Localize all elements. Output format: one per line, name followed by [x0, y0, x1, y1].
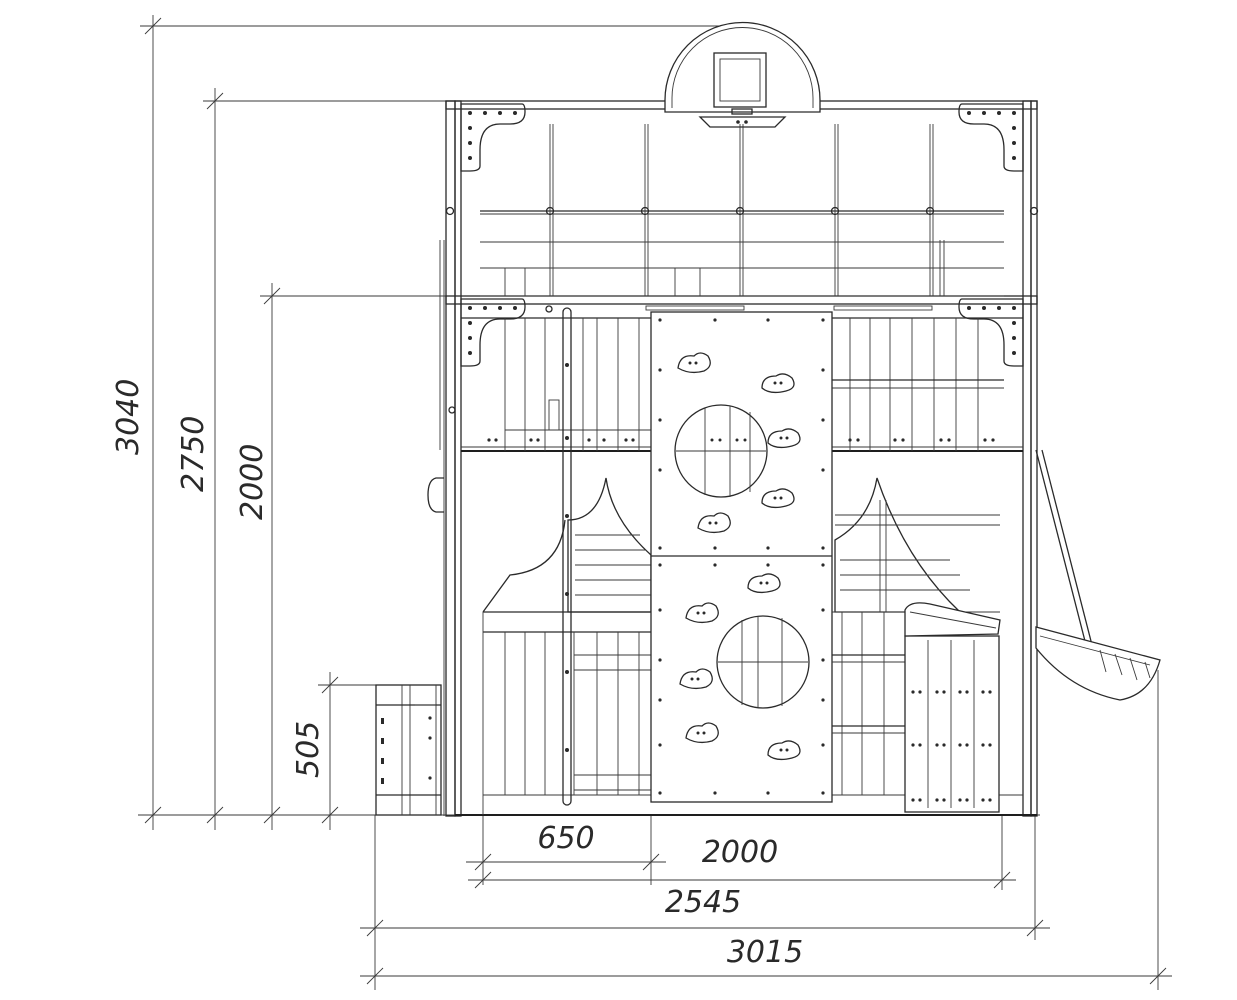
dim-3015-label: 3015	[727, 935, 803, 970]
bracket-bolts	[468, 111, 1016, 355]
dim-2000-height-label: 2000	[235, 444, 270, 520]
swing-slide	[1035, 449, 1161, 701]
main-frame	[439, 100, 1038, 817]
lower-right-wall	[832, 602, 1001, 813]
dim-2750-label: 2750	[176, 416, 211, 492]
upper-railing	[445, 124, 1039, 297]
dim-505-label: 505	[291, 721, 326, 778]
upper-walls	[487, 305, 1004, 451]
dimension-labels: 3040 2750 2000 505 650 2000 2545 3015	[111, 379, 803, 970]
dimension-lines	[138, 15, 1172, 990]
side-handle	[427, 406, 456, 513]
dim-650-label: 650	[537, 821, 594, 856]
basketball-hoop	[664, 21, 821, 128]
wall-bolts	[658, 318, 825, 795]
lower-left-wall	[482, 611, 651, 795]
ladder-pole	[562, 307, 572, 806]
dim-2000-width-label: 2000	[702, 835, 778, 870]
dim-2545-label: 2545	[665, 885, 741, 920]
climbing-wall	[650, 311, 833, 803]
dim-3040-label: 3040	[111, 379, 146, 455]
climbing-holds	[677, 352, 801, 761]
side-bench	[375, 684, 442, 816]
